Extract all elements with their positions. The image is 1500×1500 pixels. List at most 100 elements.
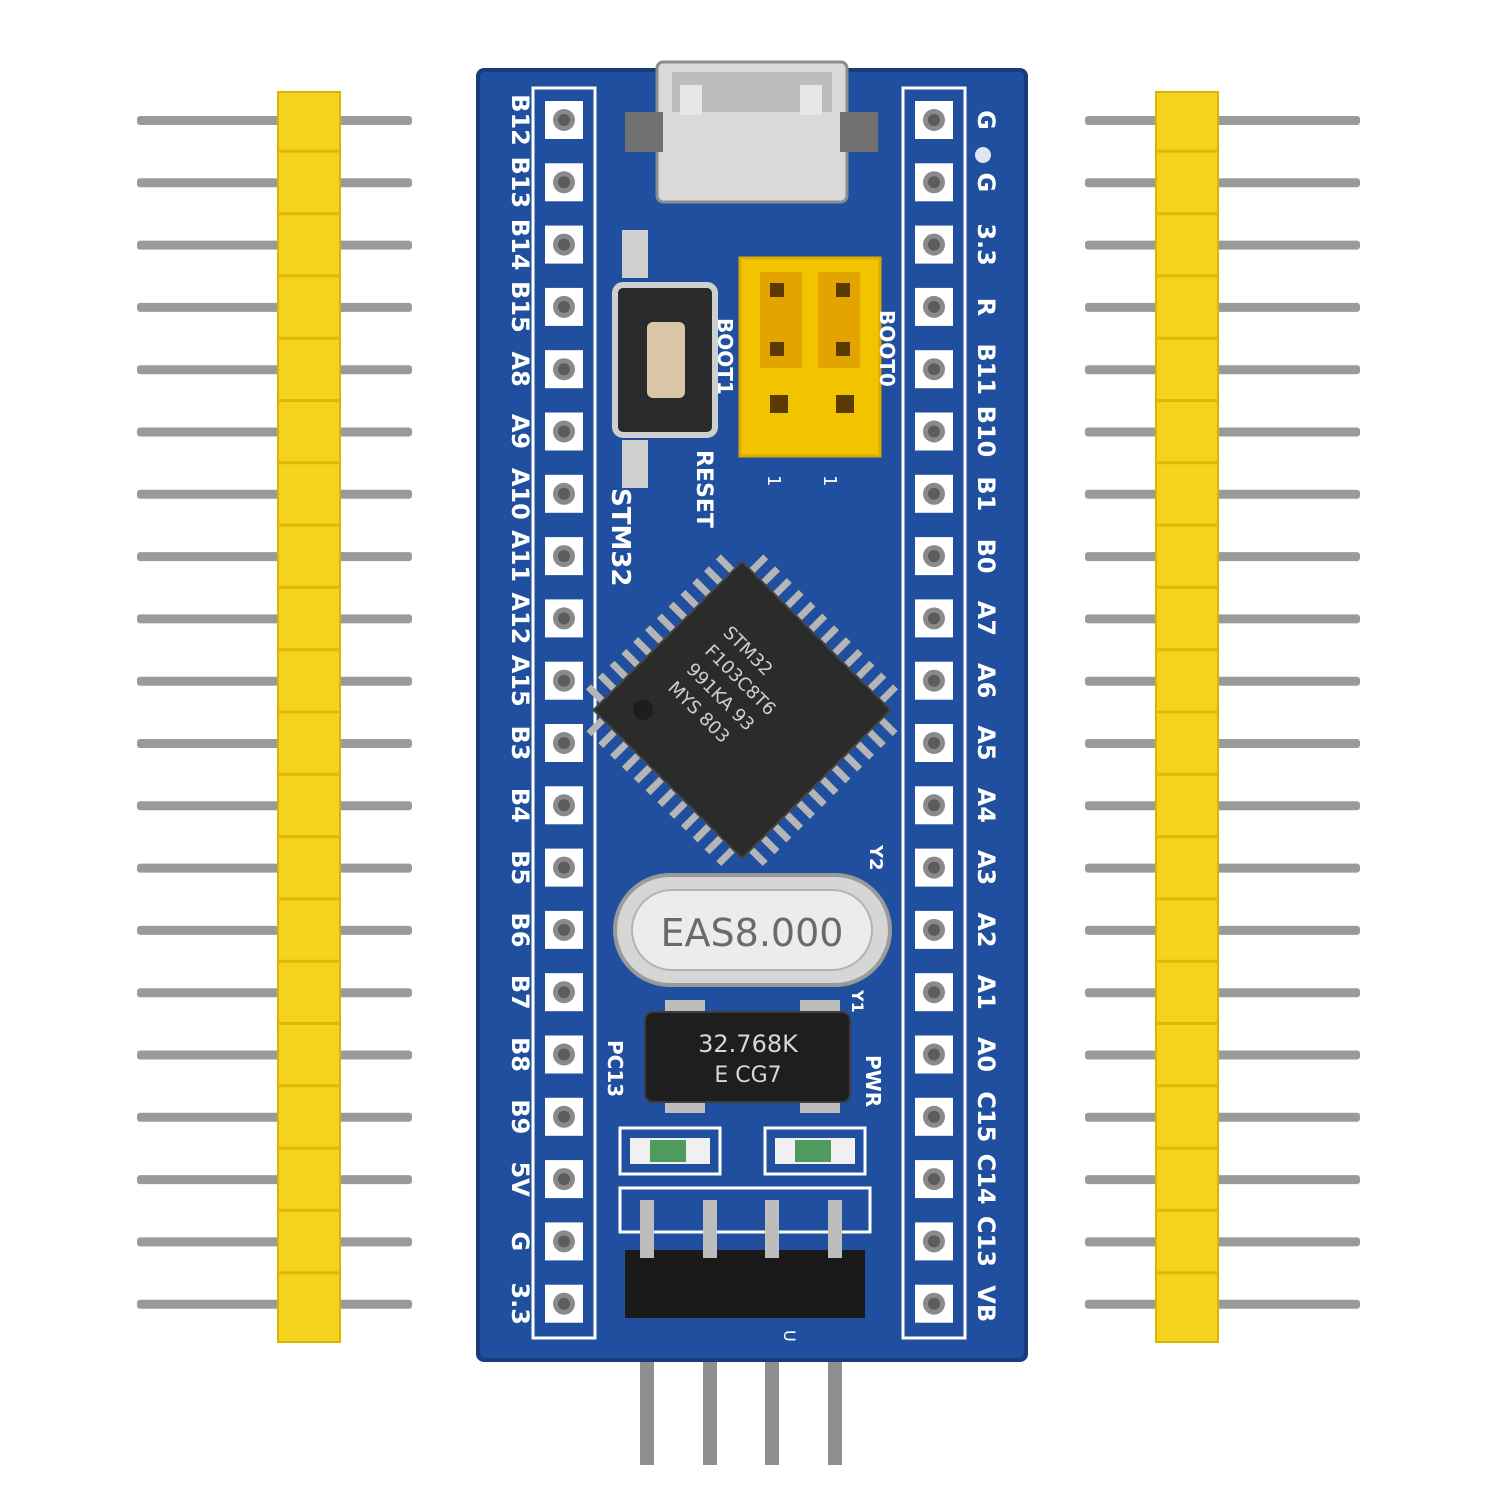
header-pin bbox=[1085, 116, 1360, 125]
header-pin bbox=[1085, 739, 1360, 748]
chip-lead bbox=[657, 786, 678, 808]
left-pin-label: A8 bbox=[506, 352, 534, 387]
micro-usb-connector bbox=[625, 60, 878, 204]
chip-lead bbox=[818, 625, 840, 646]
header-pin bbox=[1085, 988, 1360, 998]
left-pin-label: A11 bbox=[506, 530, 534, 582]
chip-lead bbox=[759, 566, 780, 587]
header-pin bbox=[1085, 302, 1360, 312]
header-pin bbox=[137, 1299, 412, 1309]
mcu-chip: STM32 F103C8T6 991KA 93 MYS 803 bbox=[585, 554, 899, 867]
right-pin-label: VB bbox=[972, 1285, 1000, 1322]
right-pin-label: B10 bbox=[972, 406, 1000, 458]
crystal-32k: 32.768K E CG7 Y1 PC13 PWR bbox=[603, 989, 885, 1113]
chip-lead bbox=[621, 751, 643, 772]
chip-lead bbox=[794, 601, 816, 623]
header-pin bbox=[137, 739, 412, 748]
chip-lead bbox=[610, 739, 631, 760]
chip-lead bbox=[692, 578, 713, 599]
chip-lead bbox=[747, 845, 768, 867]
left-pin-label: B3 bbox=[506, 726, 534, 761]
left-pin-label: B8 bbox=[506, 1037, 534, 1072]
right-pin-label: B1 bbox=[972, 476, 1000, 511]
header-pin bbox=[137, 863, 412, 873]
header-pin bbox=[137, 302, 412, 312]
header-pin bbox=[137, 1237, 412, 1247]
right-pin-label: B0 bbox=[972, 539, 1000, 574]
left-pin-label: 3.3 bbox=[506, 1282, 534, 1325]
right-pin-label: B11 bbox=[972, 343, 1000, 395]
chip-lead bbox=[794, 798, 815, 819]
left-pin-label: A12 bbox=[506, 592, 534, 644]
chip-lead bbox=[609, 660, 631, 682]
header-pin bbox=[137, 427, 412, 437]
y1-label: Y1 bbox=[848, 989, 867, 1013]
right-pin-label: A7 bbox=[972, 601, 1000, 636]
left-header-body bbox=[277, 91, 341, 1343]
header-pin bbox=[1085, 178, 1360, 188]
chip-lead bbox=[680, 810, 702, 831]
right-pin-label: G bbox=[972, 110, 1000, 130]
led-pwr bbox=[763, 1126, 867, 1176]
chip-lead bbox=[806, 613, 828, 634]
chip-lead bbox=[633, 762, 655, 784]
jumper-mark-right: 1 bbox=[819, 475, 840, 486]
jumper-mark-left: 1 bbox=[763, 475, 784, 486]
reset-button: RESET STM32 bbox=[605, 230, 718, 587]
chip-lead bbox=[633, 637, 654, 658]
header-pin bbox=[137, 801, 412, 811]
chip-lead bbox=[597, 672, 619, 694]
chip-lead bbox=[758, 833, 780, 855]
crystal-32k-line1: 32.768K bbox=[698, 1030, 799, 1058]
left-pin-label: B6 bbox=[506, 912, 534, 947]
header-pin bbox=[1085, 801, 1360, 811]
chip-lead bbox=[716, 845, 737, 867]
chip-lead bbox=[853, 739, 874, 760]
chip-lead bbox=[771, 578, 792, 599]
chip-name-label: STM32 bbox=[605, 488, 635, 587]
u-label: U bbox=[780, 1330, 799, 1342]
chip-lead bbox=[806, 786, 827, 808]
chip-lead bbox=[782, 810, 804, 831]
right-pin-label: A5 bbox=[972, 725, 1000, 760]
left-pin-label: G bbox=[506, 1232, 534, 1252]
crystal-32k-line2: E CG7 bbox=[714, 1063, 781, 1088]
chip-lead bbox=[770, 821, 792, 843]
chip-lead bbox=[598, 727, 619, 748]
header-pin bbox=[1085, 240, 1360, 250]
y2-label: Y2 bbox=[865, 844, 886, 871]
header-pin bbox=[137, 676, 412, 686]
chip-lead bbox=[865, 727, 886, 748]
chip-lead bbox=[692, 821, 714, 843]
boot-jumpers: BOOT1 BOOT0 1 1 bbox=[713, 256, 899, 486]
chip-lead bbox=[841, 751, 863, 772]
left-pin-label: B15 bbox=[506, 281, 534, 333]
chip-lead bbox=[877, 715, 898, 737]
header-pin bbox=[1085, 552, 1360, 562]
header-pin bbox=[1085, 1112, 1360, 1122]
right-pin-label: A2 bbox=[972, 912, 1000, 947]
header-pin bbox=[137, 925, 412, 935]
pwr-label: PWR bbox=[861, 1055, 885, 1107]
left-pin-label: B4 bbox=[506, 788, 534, 823]
header-pin bbox=[137, 1175, 412, 1185]
chip-lead bbox=[865, 672, 887, 694]
right-pin-label: 3.3 bbox=[972, 223, 1000, 266]
chip-lead bbox=[747, 554, 769, 575]
left-pin-label: B12 bbox=[506, 94, 534, 146]
chip-lead bbox=[645, 774, 666, 796]
left-pin-label: B7 bbox=[506, 975, 534, 1010]
header-pin bbox=[137, 988, 412, 998]
header-pin bbox=[1085, 676, 1360, 686]
chip-lead bbox=[842, 648, 863, 670]
right-pin-header bbox=[1085, 91, 1360, 1343]
chip-lead bbox=[853, 660, 875, 682]
header-pin bbox=[137, 1112, 412, 1122]
header-pin bbox=[137, 365, 412, 375]
chip-lead bbox=[818, 774, 839, 796]
chip-lead bbox=[829, 762, 851, 784]
header-pin bbox=[1085, 427, 1360, 437]
chip-lead bbox=[680, 589, 701, 611]
header-pin bbox=[1085, 925, 1360, 935]
